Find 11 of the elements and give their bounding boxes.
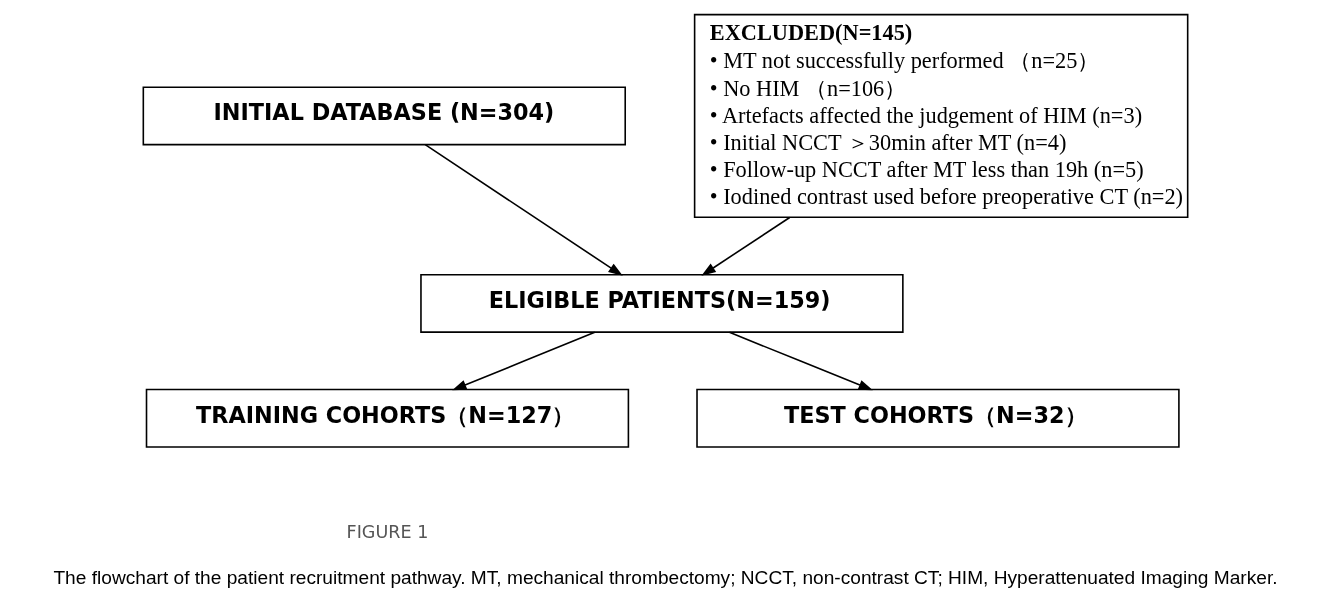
node-box: TRAINING COHORTS（N=127） bbox=[145, 388, 630, 448]
arrow bbox=[452, 331, 596, 391]
node-box: INITIAL DATABASE (N=304) bbox=[142, 86, 626, 146]
node-box: ELIGIBLE PATIENTS(N=159) bbox=[420, 273, 904, 333]
node-box: TEST COHORTS（N=32） bbox=[696, 388, 1180, 448]
arrow bbox=[701, 216, 791, 276]
arrow bbox=[728, 331, 873, 391]
caption: The flowchart of the patient recruitment pathway. MT, mechanical thrombectomy; NCCT, non-contrast CT; HIM, Hyperattenuated Imaging Marker. bbox=[53, 566, 1278, 588]
node-box: EXCLUDED(N=145) • MT not successfully performed （n=25） • No HIM （n=106） • Artefacts affected the judgement of HIM (n=3) • Initial NCCT ＞30min after MT (n=4) • Follow-up NCCT after MT less than 19h (n=5) • Iodined contrast used before preoperative CT (n=2) bbox=[693, 13, 1189, 219]
label: FIGURE 1 bbox=[346, 521, 429, 542]
arrow bbox=[424, 143, 623, 276]
